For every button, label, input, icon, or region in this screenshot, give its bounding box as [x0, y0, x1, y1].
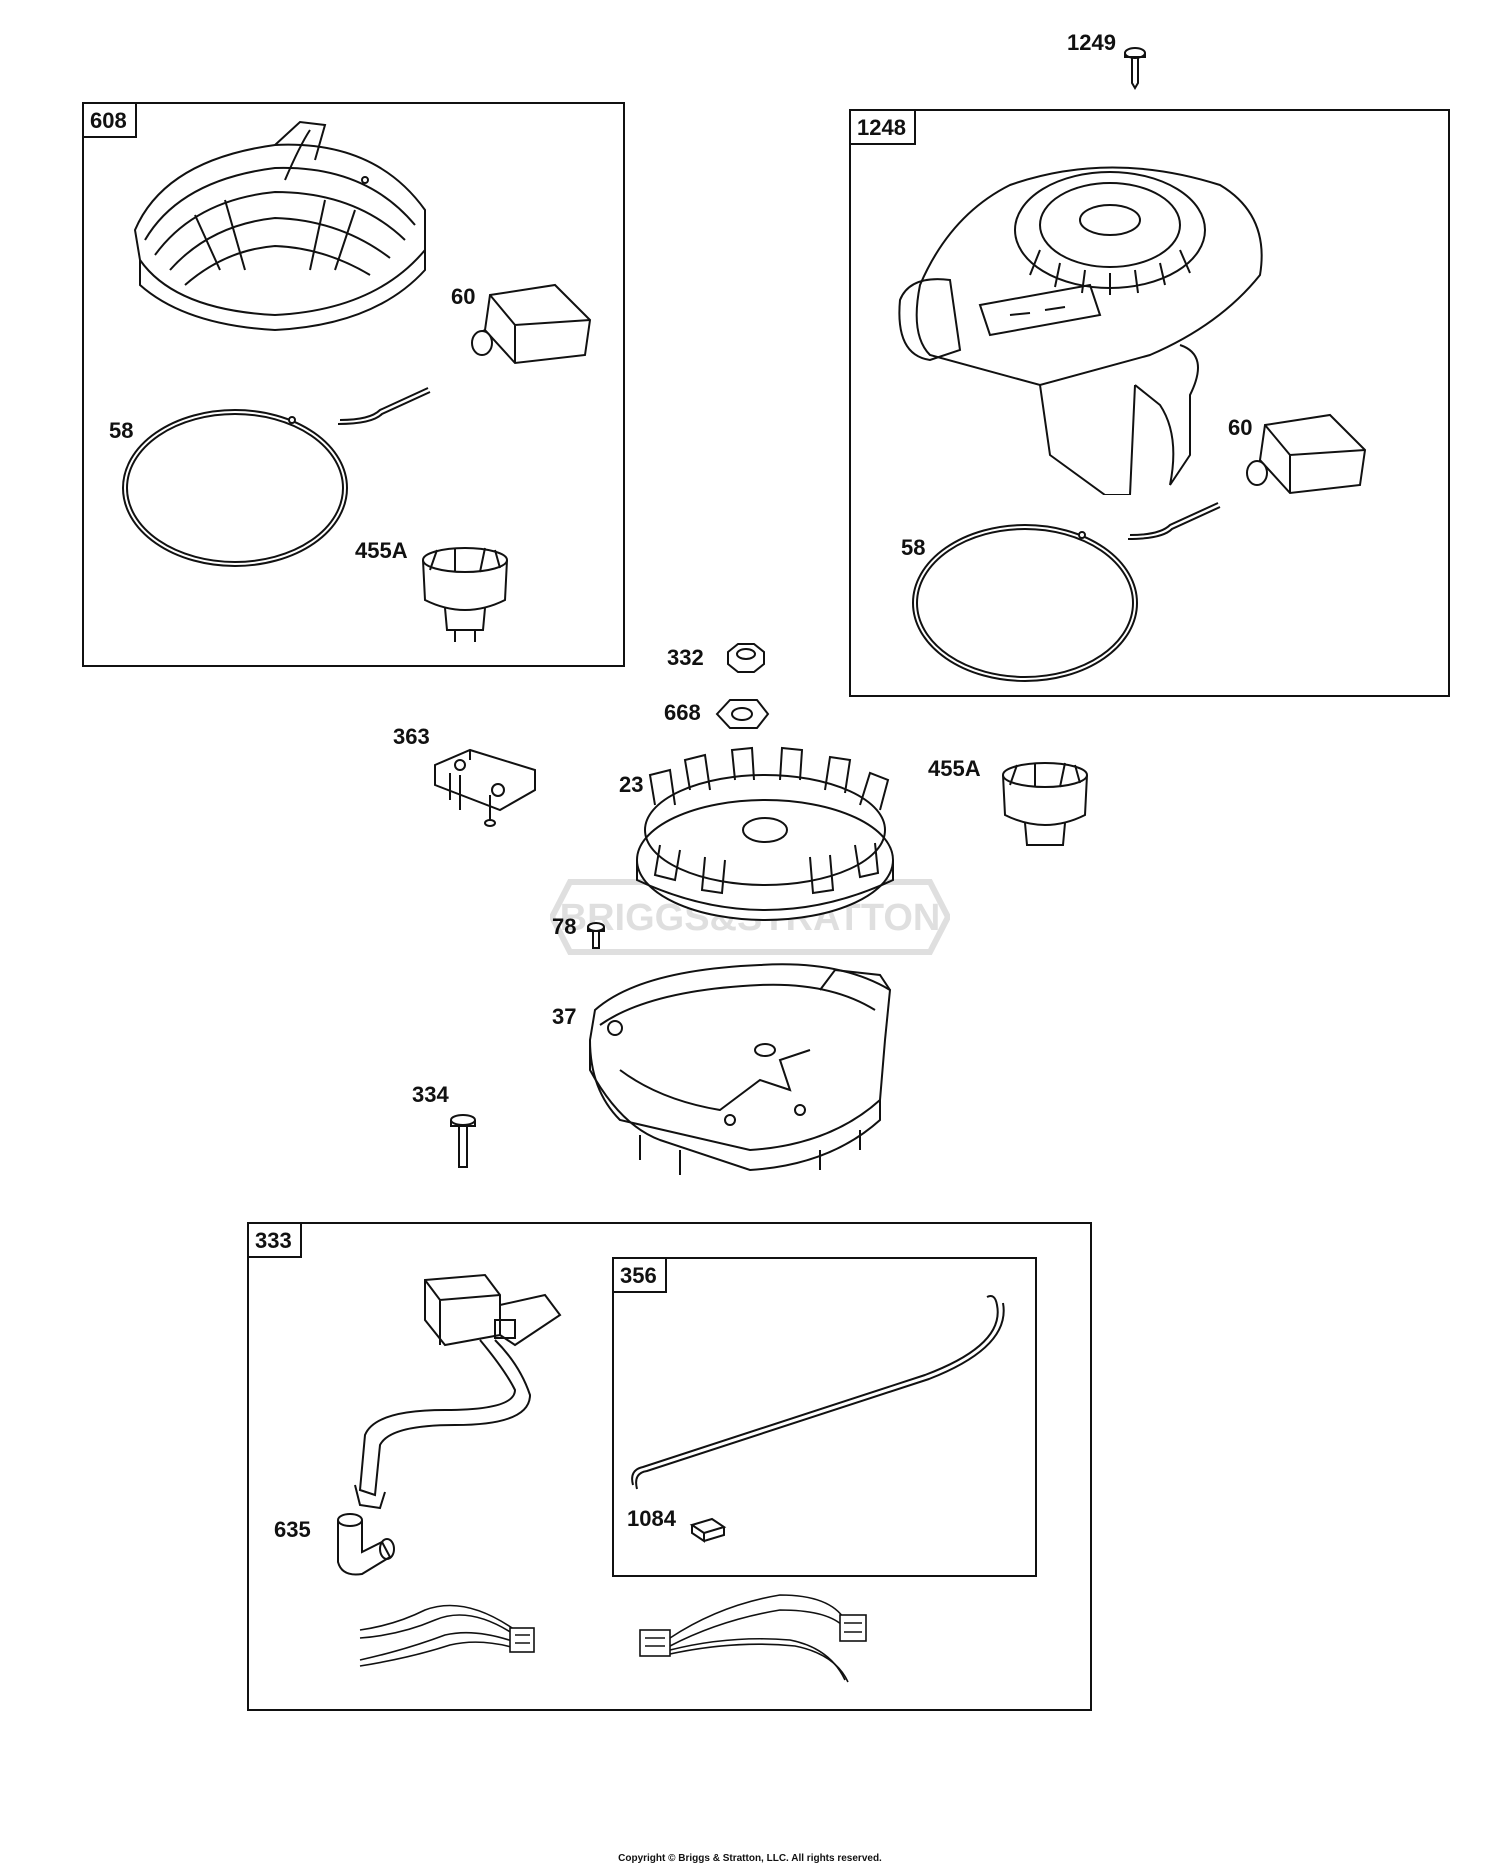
group-label-356: 356: [614, 1259, 667, 1293]
callout-668: 668: [664, 700, 701, 725]
bracket-363-illustration: [430, 735, 540, 830]
callout-334: 334: [412, 1082, 449, 1107]
nut-332-illustration: [720, 640, 770, 680]
group-label-1248: 1248: [851, 111, 916, 145]
callout-58-left: 58: [109, 418, 134, 443]
washer-668-illustration: [712, 696, 772, 732]
blower-housing-1248-illustration: [890, 155, 1270, 495]
starter-handle-60-left-illustration: [470, 275, 595, 370]
callout-455a-left: 455A: [355, 538, 408, 563]
callout-363: 363: [393, 724, 430, 749]
starter-cup-455a-right-illustration: [995, 755, 1095, 860]
callout-332: 332: [667, 645, 704, 670]
spark-boot-635-illustration: [332, 1512, 402, 1582]
group-box-1248: 1248: [849, 109, 1450, 697]
rope-58-right-illustration: [910, 495, 1230, 685]
callout-1084: 1084: [627, 1506, 676, 1531]
callout-37: 37: [552, 1004, 577, 1029]
screw-78-illustration: [585, 920, 607, 952]
group-box-608: 608: [82, 102, 625, 667]
wire-harness-right-illustration: [630, 1590, 880, 1685]
group-label-608: 608: [84, 104, 137, 138]
rope-58-left-illustration: [120, 380, 440, 570]
screw-1249-illustration: [1120, 45, 1150, 90]
callout-455a-right: 455A: [928, 756, 981, 781]
group-box-333: 333: [247, 1222, 1092, 1711]
wire-harness-left-illustration: [355, 1590, 540, 1670]
blower-housing-608-illustration: [125, 120, 445, 335]
ground-wire-356-illustration: [625, 1275, 1015, 1495]
callout-60-right: 60: [1228, 415, 1253, 440]
starter-cup-455a-left-illustration: [415, 540, 515, 645]
bolt-334-illustration: [448, 1112, 478, 1172]
group-box-356: 356: [612, 1257, 1037, 1577]
callout-635: 635: [274, 1517, 311, 1542]
starter-handle-60-right-illustration: [1245, 405, 1370, 500]
flywheel-23-illustration: [630, 745, 900, 925]
copyright-notice: Copyright © Briggs & Stratton, LLC. All …: [618, 1853, 882, 1864]
callout-78: 78: [552, 914, 577, 939]
ignition-coil-333-illustration: [315, 1260, 575, 1520]
callout-58-right: 58: [901, 535, 926, 560]
callout-60-left: 60: [451, 284, 476, 309]
terminal-clip-1084-illustration: [688, 1515, 728, 1545]
group-label-333: 333: [249, 1224, 302, 1258]
shroud-37-illustration: [580, 950, 900, 1190]
callout-1249: 1249: [1067, 30, 1116, 55]
callout-23: 23: [619, 772, 644, 797]
